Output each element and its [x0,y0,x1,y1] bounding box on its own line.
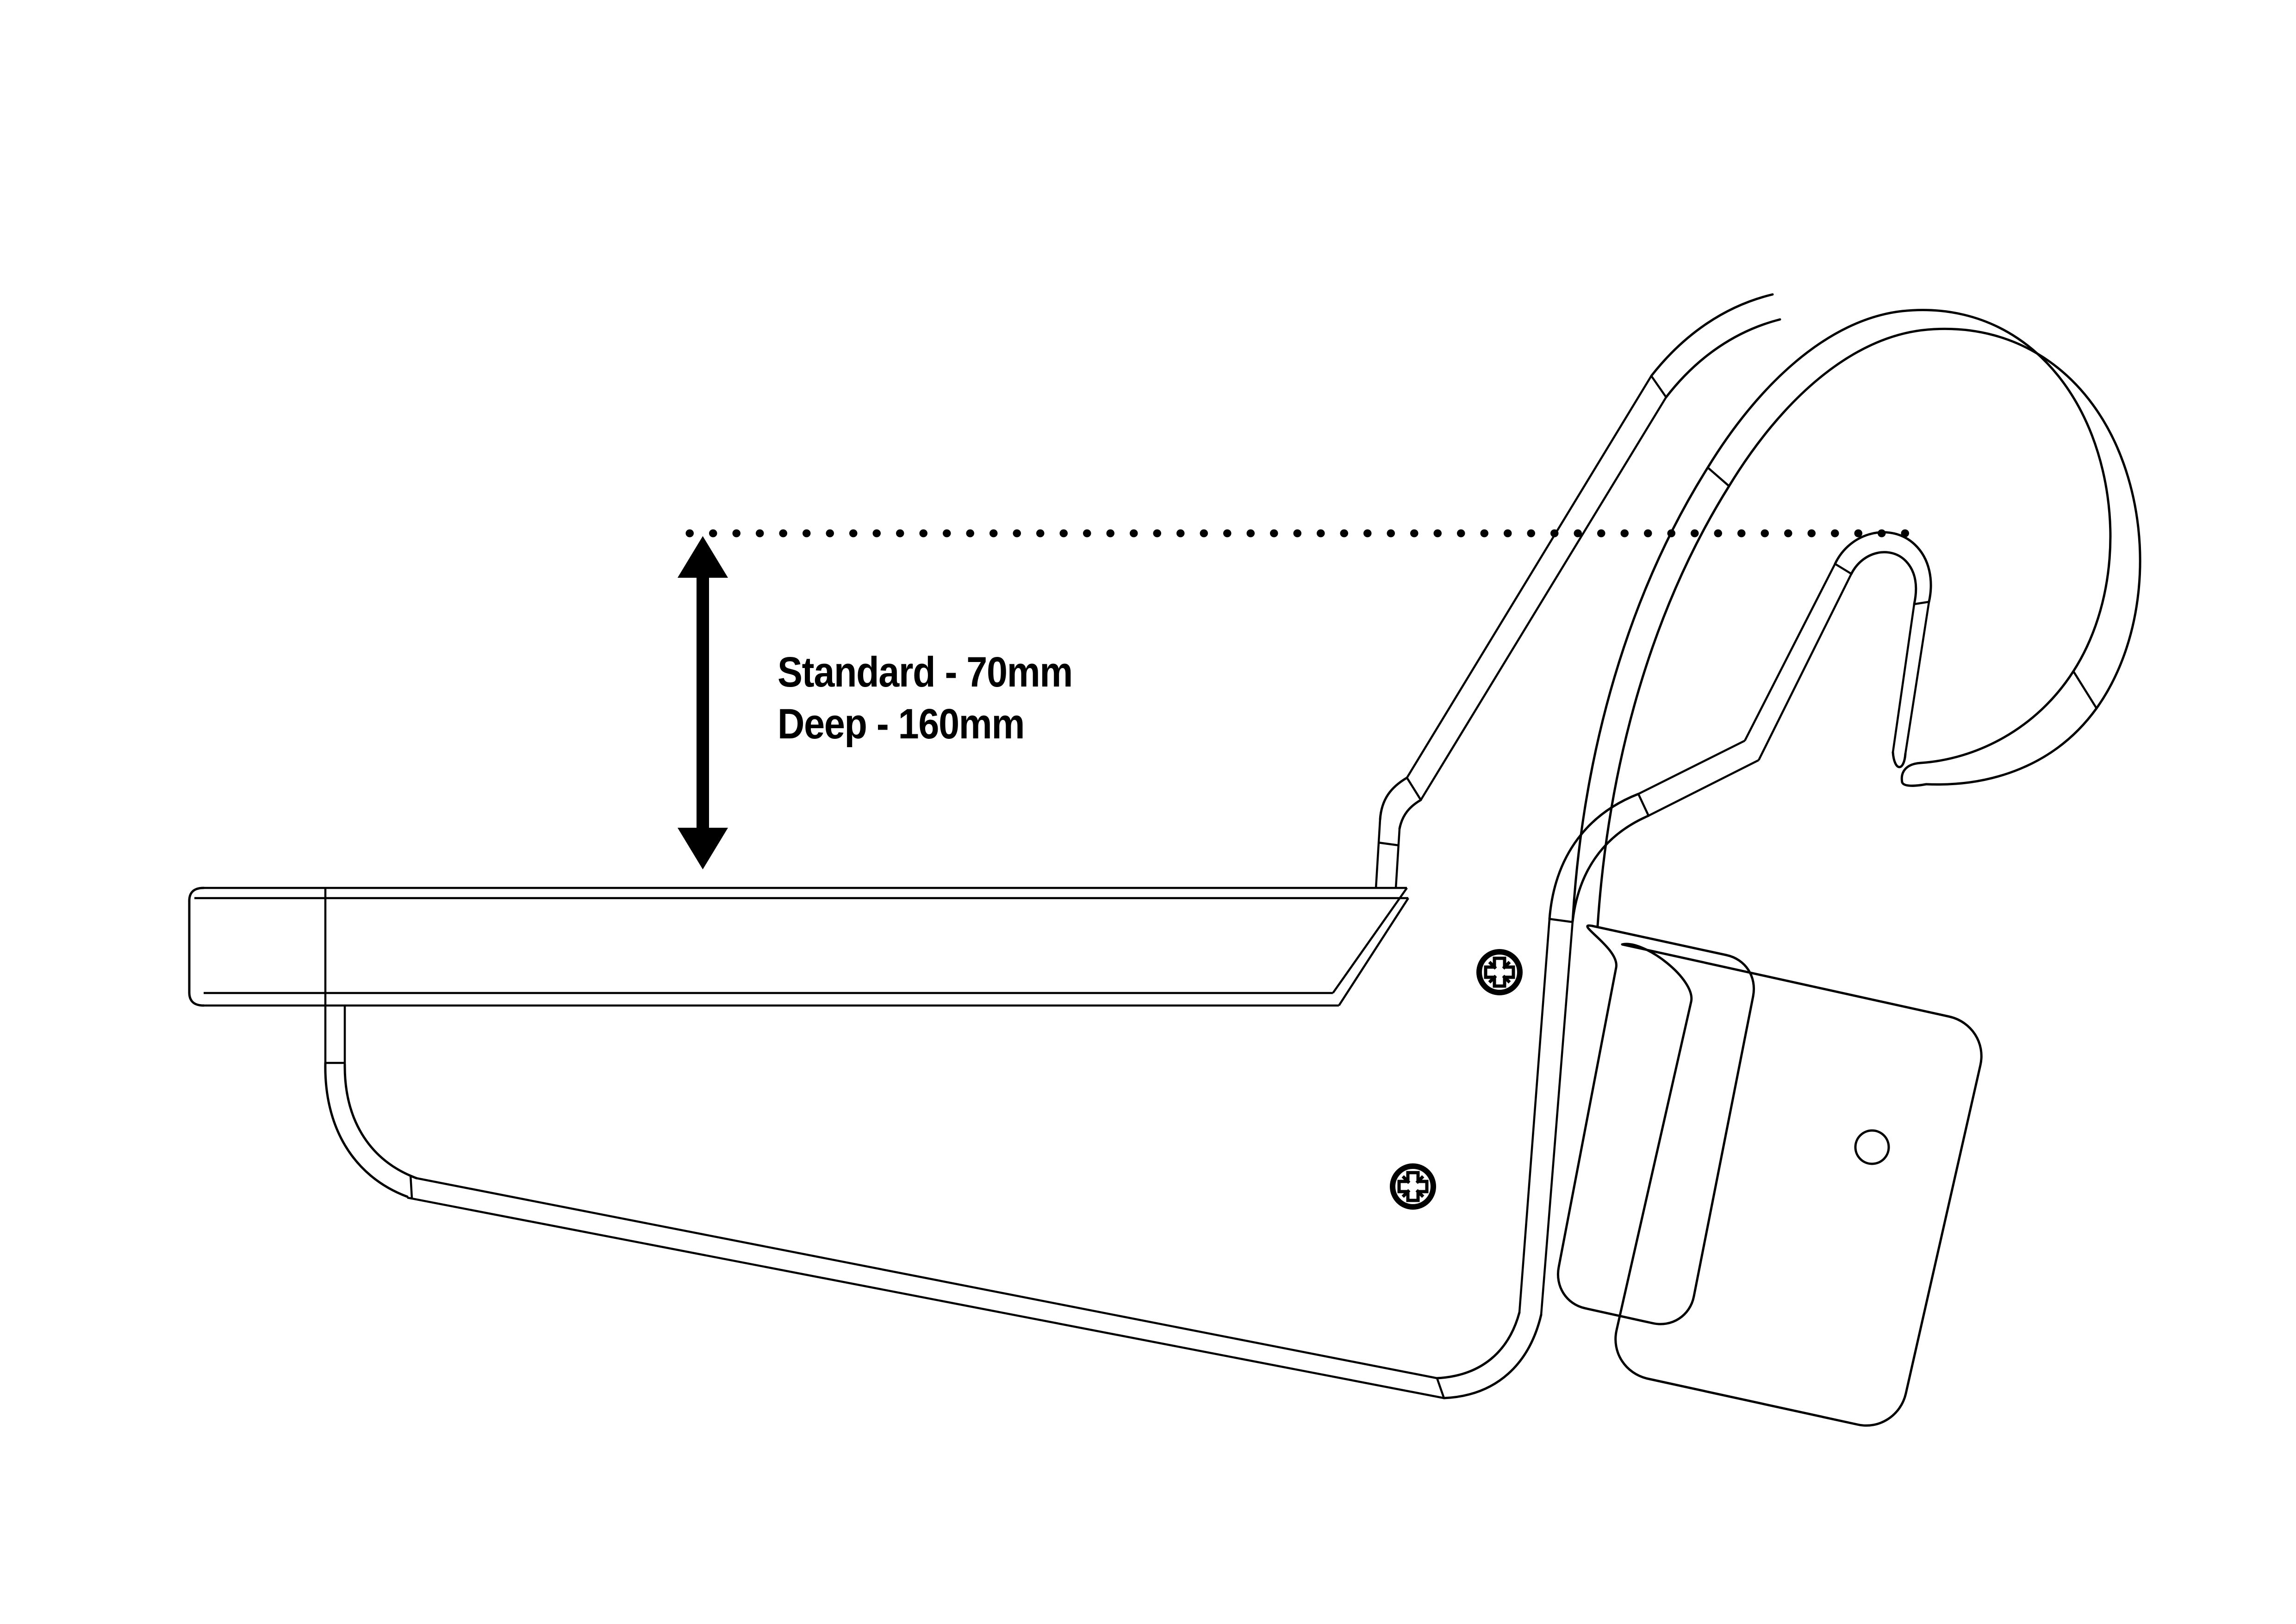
dimension-standard-label: Standard - 70mm [778,649,1073,696]
vertical-upright [1518,739,1760,1315]
upper-screw [1476,949,1523,995]
plate-mounting-hole [1854,1129,1890,1165]
lower-support-arm [407,1174,1543,1399]
dimension-deep-label: Deep - 160mm [778,700,1025,748]
dimension-annotation-block: Standard - 70mm Deep - 160mm [778,646,1333,750]
inner-hook [1743,531,1932,768]
dimension-arrow [678,536,728,869]
mounting-plate-front [1614,943,1983,1427]
shelf-panel [188,887,1409,1007]
front-lip [324,1006,418,1198]
mounting-plate-rear [1557,924,1755,1325]
rising-arm [1375,293,1781,888]
lower-screw [1390,1163,1436,1210]
outer-hook-loop [1571,309,2141,927]
